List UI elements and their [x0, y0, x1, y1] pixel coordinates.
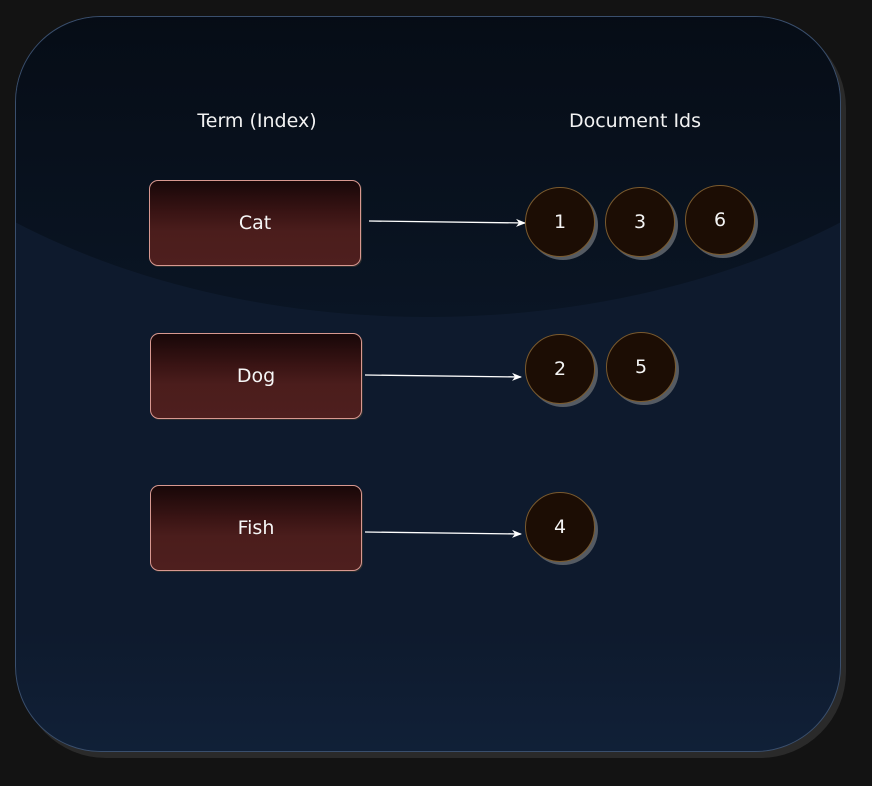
term-node-fish: Fish	[150, 485, 362, 571]
term-label: Dog	[236, 365, 276, 387]
doc-id-label: 1	[553, 211, 567, 233]
doc-id-label: 2	[553, 358, 567, 380]
term-node-dog: Dog	[150, 333, 362, 419]
doc-id-node: 5	[606, 332, 676, 402]
term-node-cat: Cat	[149, 180, 361, 266]
term-label: Cat	[238, 212, 272, 234]
doc-id-label: 6	[713, 209, 727, 231]
doc-id-node: 6	[685, 185, 755, 255]
doc-id-label: 4	[553, 516, 567, 538]
doc-id-label: 5	[634, 356, 648, 378]
doc-id-node: 4	[525, 492, 595, 562]
doc-id-label: 3	[633, 211, 647, 233]
term-column-heading: Term (Index)	[197, 110, 317, 132]
doc-id-node: 1	[525, 187, 595, 257]
document-column-heading: Document Ids	[568, 110, 702, 132]
panel-top-shade	[16, 17, 840, 317]
panel-bottom-glow	[16, 631, 840, 751]
term-label: Fish	[237, 517, 275, 539]
diagram-panel	[15, 16, 841, 752]
doc-id-node: 3	[605, 187, 675, 257]
doc-id-node: 2	[525, 334, 595, 404]
